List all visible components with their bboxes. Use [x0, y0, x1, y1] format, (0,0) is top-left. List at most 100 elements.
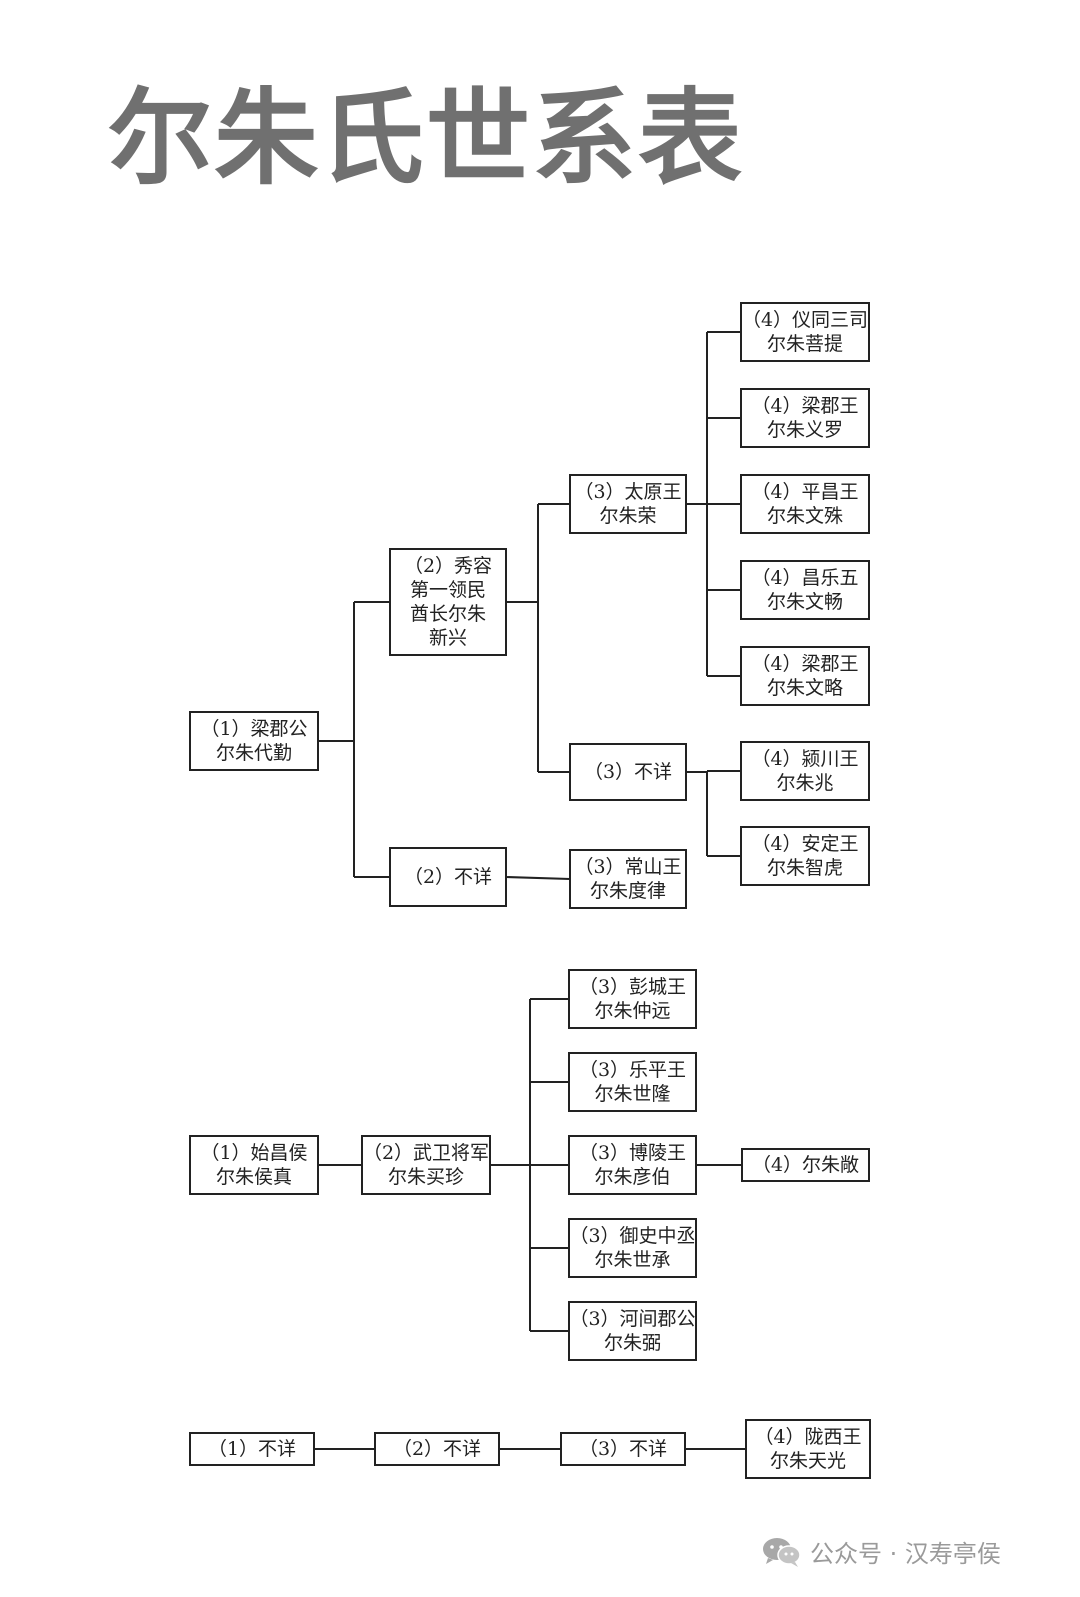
node-box [560, 1432, 686, 1466]
node-label: 尔朱世隆 [594, 1083, 670, 1105]
node-label: （2）不详 [393, 1438, 481, 1460]
node-box [741, 1148, 870, 1182]
node-label: 尔朱弼 [604, 1332, 661, 1354]
node-label: 尔朱代勤 [216, 742, 292, 764]
node-label: （2）武卫将军 [363, 1142, 489, 1164]
node-label: 尔朱买珍 [388, 1166, 464, 1188]
node-label: 第一领民 [410, 579, 486, 601]
node-label: （3）乐平王 [579, 1059, 686, 1081]
node-label: （4）昌乐五 [751, 567, 858, 589]
node-label: 尔朱天光 [770, 1450, 846, 1472]
node-label: 尔朱兆 [776, 772, 833, 794]
node-box [568, 969, 697, 1029]
node-label: （3）不详 [579, 1438, 667, 1460]
node-label: 尔朱彦伯 [594, 1166, 670, 1188]
node-label: （2）秀容 [404, 555, 492, 577]
page-title: 尔朱氏世系表 [108, 77, 745, 199]
node-box [740, 474, 870, 534]
node-label: （3）彭城王 [579, 976, 686, 998]
node-label: （3）河间郡公 [569, 1308, 695, 1330]
node-label: 酋长尔朱 [410, 603, 486, 625]
node-label: （3）太原王 [574, 481, 681, 503]
node-box [189, 1135, 319, 1195]
node-box [745, 1419, 871, 1479]
node-box [568, 1052, 697, 1112]
node-label: 尔朱侯真 [216, 1166, 292, 1188]
node-label: （1）梁郡公 [200, 718, 307, 740]
genealogy-node: （2）不详 [374, 1432, 500, 1466]
node-box [189, 711, 319, 771]
genealogy-node: （1）不详 [189, 1432, 315, 1466]
watermark-text: 公众号 · 汉寿亭侯 [810, 1540, 1001, 1568]
node-box [389, 847, 507, 907]
node-label: （3）不详 [584, 761, 672, 783]
node-label: 新兴 [429, 627, 467, 649]
node-label: 尔朱文殊 [767, 505, 843, 527]
node-box [740, 646, 870, 706]
node-label: （4）仪同三司 [742, 309, 868, 331]
node-label: （3）常山王 [574, 856, 681, 878]
genealogy-node: （3）不详 [569, 743, 687, 801]
genealogy-node: （3）不详 [560, 1432, 686, 1466]
node-label: （4）尔朱敞 [752, 1154, 859, 1176]
node-box [568, 1301, 697, 1361]
node-box [740, 302, 870, 362]
node-box [740, 388, 870, 448]
node-label: （4）梁郡王 [751, 395, 858, 417]
node-label: 尔朱度律 [590, 880, 666, 902]
node-label: （1）不详 [208, 1438, 296, 1460]
node-label: （4）陇西王 [754, 1426, 861, 1448]
node-label: （3）御史中丞 [569, 1225, 695, 1247]
node-label: （1）始昌侯 [200, 1142, 307, 1164]
node-label: （4）颍川王 [751, 748, 858, 770]
node-box [740, 826, 870, 886]
node-box [569, 474, 687, 534]
node-label: 尔朱仲远 [594, 1000, 670, 1022]
node-label: 尔朱义罗 [767, 419, 843, 441]
node-label: （3）博陵王 [579, 1142, 686, 1164]
genealogy-node: （4）尔朱敞 [741, 1148, 870, 1182]
watermark: 公众号 · 汉寿亭侯 [762, 1534, 1001, 1569]
genealogy-node: （2）不详 [389, 847, 507, 907]
connector-line [505, 876, 571, 880]
wechat-icon [763, 1537, 801, 1567]
node-label: 尔朱菩提 [767, 333, 843, 355]
node-box [569, 849, 687, 909]
node-box [361, 1135, 491, 1195]
node-label: （2）不详 [404, 866, 492, 888]
node-label: 尔朱文略 [767, 677, 843, 699]
node-box [740, 560, 870, 620]
connector-layer [314, 331, 746, 1450]
node-label: 尔朱荣 [599, 505, 656, 527]
node-box [568, 1218, 697, 1278]
node-label: （4）平昌王 [751, 481, 858, 503]
node-label: 尔朱智虎 [767, 857, 843, 879]
node-label: （4）安定王 [751, 833, 858, 855]
node-box [374, 1432, 500, 1466]
node-box [189, 1432, 315, 1466]
node-box [569, 743, 687, 801]
node-label: 尔朱世承 [594, 1249, 670, 1271]
node-box [568, 1135, 697, 1195]
node-box [389, 548, 507, 656]
